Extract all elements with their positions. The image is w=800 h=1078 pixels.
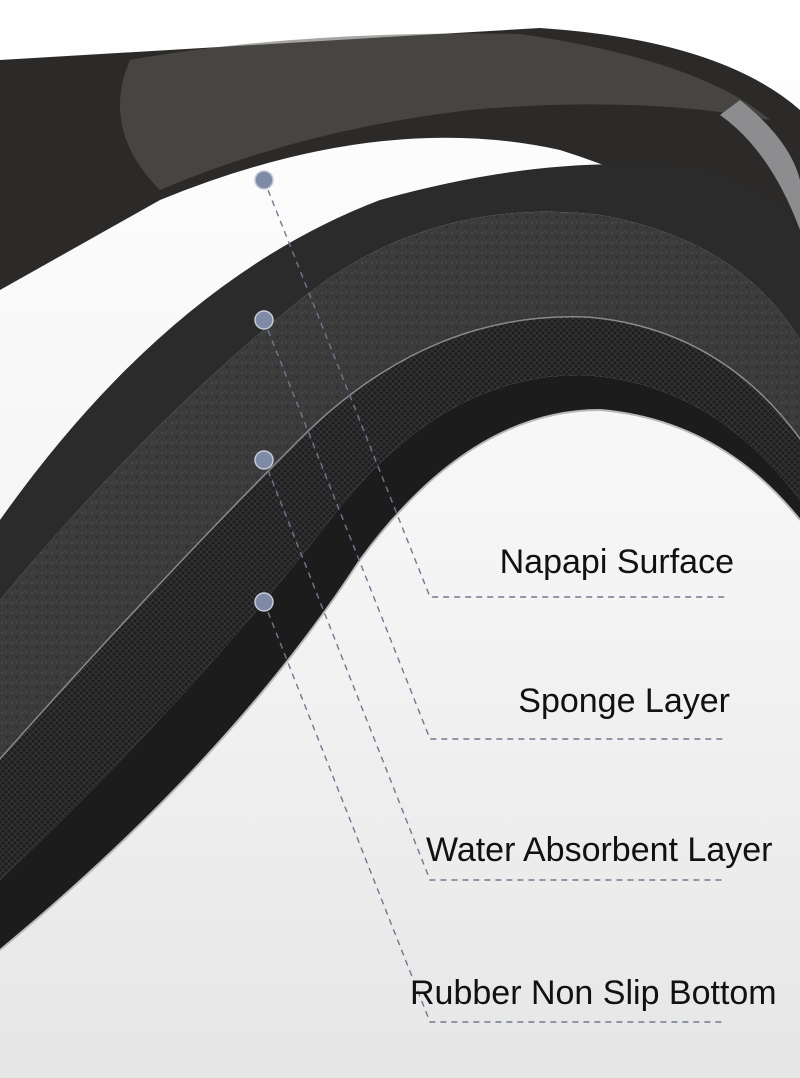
label-sponge-layer: Sponge Layer: [518, 684, 730, 718]
marker-surface: [255, 171, 273, 189]
label-rubber-non-slip-bottom: Rubber Non Slip Bottom: [410, 976, 777, 1010]
marker-rubber: [255, 593, 273, 611]
marker-sponge: [255, 311, 273, 329]
label-napapi-surface: Napapi Surface: [500, 545, 734, 579]
marker-absorbent: [255, 451, 273, 469]
label-water-absorbent-layer: Water Absorbent Layer: [426, 833, 772, 867]
